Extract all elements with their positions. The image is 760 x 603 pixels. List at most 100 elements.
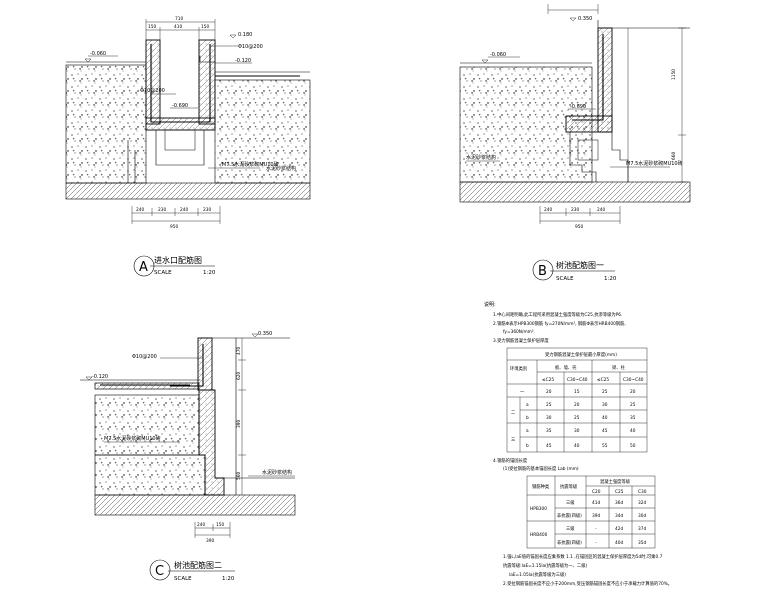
table1-cell: 50 [630, 443, 636, 449]
dim-a-total: 710 [175, 16, 183, 22]
detail-a-wall-left [145, 39, 161, 125]
dim-b-b3: 240 [597, 207, 605, 213]
detail-a-soil-left [65, 64, 147, 184]
table1-head-g2: 梁、柱 [612, 364, 626, 371]
table2-cell: 39d [592, 513, 600, 519]
detail-b: 0.350 1150 660 -0.060 -0.690 水泥砂浆结构 M7.5… [459, 4, 691, 282]
table1-cell: 20 [546, 389, 552, 395]
table1-cell: 45 [546, 443, 552, 449]
detail-a-rebar [150, 44, 211, 123]
rebar-a-label: Φ10@200 [238, 44, 263, 50]
dim-a-b3: 240 [180, 207, 188, 213]
dim-a-b2: 230 [158, 207, 166, 213]
notes-foot3: laE=1.05la(抗震等级为三级) [509, 571, 566, 578]
table2-sub-2: C30 [638, 489, 647, 495]
table1-cell: 15 [574, 389, 580, 395]
table1-head-env: 环境类别 [510, 365, 527, 372]
elev-marker-icon [481, 59, 489, 64]
detail-b-title-block: B 树池配筋图一 SCALE 1:20 [532, 259, 617, 282]
table1-sub-0: ≤C25 [542, 377, 554, 383]
dim-a-btotal: 950 [170, 224, 178, 230]
elev-marker-icon [84, 58, 92, 63]
detail-c-letter: C [155, 564, 164, 579]
notes-item4-sub: (1)受拉钢筋的基本锚固长度 Lab (mm) [503, 465, 579, 472]
dim-a-right: 150 [201, 24, 209, 30]
notes-item4: 4.钢筋的锚固长度 [493, 457, 528, 464]
table1-cell: 25 [630, 402, 636, 408]
detail-a-scale: 1:20 [203, 270, 216, 276]
table2-cell: 34d [615, 513, 623, 519]
dim-c-btotal: 390 [206, 538, 214, 544]
table2-cell: 非抗震(四级) [557, 539, 582, 546]
table2-cell: 30d [638, 513, 646, 519]
elev-a-left: -0.060 [90, 51, 106, 57]
table2-cell: 非抗震(四级) [557, 512, 582, 519]
detail-b-circle-icon [532, 259, 554, 281]
table1-cell: 30 [574, 428, 580, 434]
table1-cell: 25 [602, 389, 608, 395]
table2-cell: 42d [615, 526, 623, 532]
table1-cell: 35 [546, 428, 552, 434]
table1-cell: 40 [574, 443, 580, 449]
table2-sub-0: C20 [592, 489, 601, 495]
notes-block: 说明: 1.中心间距明确,此工程所采用混凝土强度等级为C25,抗渗等级为P6. … [484, 301, 672, 587]
table1-cell: 25 [574, 415, 580, 421]
dim-c-b1: 240 [197, 522, 205, 528]
detail-a-scale-word: SCALE [154, 270, 172, 276]
elev-a-mid: -0.120 [235, 58, 251, 64]
dim-b-b2: 230 [571, 207, 579, 213]
table1-cell: a [526, 429, 529, 434]
dim-b-right: 1150 [671, 69, 677, 80]
detail-c-soil [94, 394, 200, 456]
detail-a-footing [155, 130, 205, 166]
anchorage-table: 钢筋种类 抗震等级 混凝土强度等级 C20 C25 C30 HPB300 三级 … [526, 475, 656, 549]
table1-cell: a [526, 403, 529, 408]
table1-cell: b [526, 443, 529, 449]
table2-cell: 三级 [566, 525, 575, 532]
dim-b-b1: 240 [544, 207, 552, 213]
mortar-c-label: M7.5水泥砂浆砌MU10砖 [104, 435, 161, 442]
dim-b-right2: 660 [671, 152, 677, 160]
elev-b-left: -0.060 [490, 52, 506, 58]
table1-cell: 35 [630, 415, 636, 421]
detail-c: 0.350 -0.120 Φ10@200 M7.5水泥砂浆砌MU10砖 水泥砂浆… [80, 331, 296, 582]
dim-c-r2: 620 [236, 372, 242, 380]
table1-cell: 40 [602, 415, 608, 421]
detail-a-title: 进水口配筋图 [154, 255, 202, 265]
table1-cell: 40 [630, 428, 636, 434]
notes-foot4: 2.受拉钢筋锚固长度不应小于200mm,受压钢筋锚固长度不应小于承载力计算值的7… [503, 580, 672, 587]
notes-item2b: fy=360N/mm². [503, 329, 535, 335]
mortar-b-label: M7.5水泥砂浆砌MU10砖 [626, 160, 683, 167]
detail-a-channel-bottom [145, 117, 216, 131]
detail-c-circle-icon [149, 559, 171, 581]
table1-head-g1: 板、墙、壳 [555, 364, 577, 371]
detail-b-scale-word: SCALE [556, 276, 574, 282]
table1-r3-env: 三 [511, 437, 516, 443]
dim-a-left: 150 [148, 24, 156, 30]
cover-table: 受力钢筋混凝土保护层最小厚度(mm) 环境类别 板、墙、壳 梁、柱 ≤C25 C… [506, 347, 648, 453]
table2-head-type: 钢筋种类 [532, 483, 550, 490]
struct-a-label: 水泥砂浆结构 [266, 165, 296, 172]
notes-item3: 3.受力钢筋混凝土保护层厚度 [493, 337, 549, 344]
struct-c-label: 水泥砂浆结构 [262, 469, 292, 476]
detail-c-scale: 1:20 [222, 576, 235, 582]
table1-cell: 55 [602, 443, 608, 449]
table2-cell: 32d [638, 500, 646, 506]
elev-c-top: 0.350 [258, 331, 272, 337]
table1-sub-3: C30~C40 [623, 377, 644, 383]
table1-sub-1: C30~C40 [567, 377, 588, 383]
detail-a-letter: A [139, 260, 148, 275]
elev-c-left: -0.120 [92, 374, 108, 380]
table1-title: 受力钢筋混凝土保护层最小厚度(mm) [545, 351, 617, 358]
detail-c-scale-word: SCALE [174, 576, 192, 582]
table1-cell: 45 [602, 428, 608, 434]
detail-a-title-block: A 进水口配筋图 SCALE 1:20 [133, 255, 216, 277]
notes-heading: 说明: [484, 301, 496, 308]
detail-b-base [459, 181, 691, 203]
table1-cell: b [526, 415, 529, 421]
dim-a-b4: 230 [203, 207, 211, 213]
elev-b-bottom: -0.690 [570, 104, 586, 110]
notes-foot2: 抗震等级:laE=1.15la(抗震等级为一、二级) [503, 562, 588, 569]
table2-head-conc: 混凝土强度等级 [600, 478, 631, 485]
notes-item2a: 2.钢筋Φ表示HPB300钢筋 fy=270N/mm², 钢筋Φ表示HRB400… [493, 320, 626, 327]
